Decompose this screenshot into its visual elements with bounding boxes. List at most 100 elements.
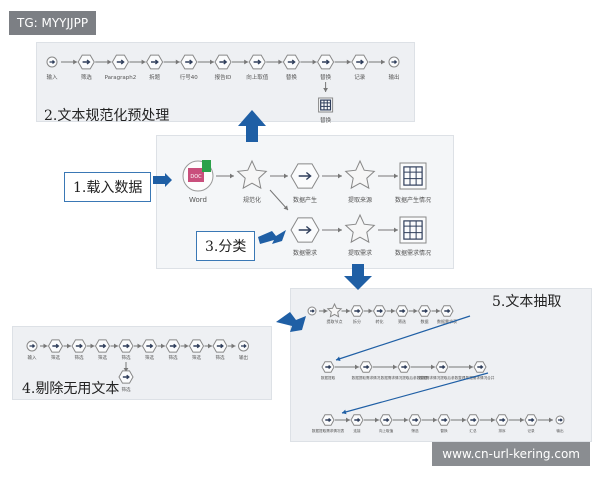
right-r3-label-5: 汇总 (469, 428, 477, 433)
up-arrow (238, 110, 266, 142)
right-r3-link-7 (538, 417, 553, 423)
need-node (290, 217, 320, 243)
right-wrap-link-1 (335, 315, 471, 362)
extract-src-node (344, 159, 376, 190)
right-r3-label-7: 记录 (527, 428, 535, 433)
left-link-8 (228, 343, 236, 349)
step3-pointer-arrow (258, 230, 286, 244)
extract-src-label: 提取来源 (348, 196, 372, 204)
left-node-1 (47, 339, 64, 353)
top-link-3 (163, 59, 180, 65)
need-label: 数据需求 (293, 249, 317, 257)
gen-node (290, 163, 320, 189)
left-node-4 (118, 339, 134, 353)
step3-callout: 3.分类 (196, 231, 256, 261)
top-node-5 (214, 54, 232, 70)
right-r1-link-3 (386, 308, 395, 314)
left-link-5 (157, 343, 165, 349)
left-node-label-5: 筛选 (145, 354, 154, 361)
left-node-label-4: 筛选 (122, 354, 131, 361)
left-extra-label: 筛选 (122, 386, 131, 393)
left-node-label-1: 筛选 (51, 354, 60, 361)
top-extra-node (318, 97, 334, 113)
left-link-3 (110, 343, 118, 349)
top-node-7 (282, 54, 300, 70)
left-node-label-7: 筛选 (192, 354, 201, 361)
right-r3-node-3 (408, 414, 422, 426)
right-r1-link-5 (431, 308, 440, 314)
right-r1-node-3 (372, 305, 387, 317)
right-r3-node-5 (466, 414, 480, 426)
left-extra-node (118, 370, 134, 384)
left-node-9 (238, 340, 249, 352)
normalize-label: 规范化 (243, 196, 261, 204)
right-r1-label-3: 转化 (376, 318, 384, 324)
step1-callout: 1.载入数据 (64, 172, 152, 202)
top-link-5 (232, 59, 249, 65)
watermark: www.cn-url-kering.com (432, 442, 590, 466)
top-node-label-8: 替换 (320, 73, 332, 81)
gen-table-node (399, 162, 427, 190)
right-r2-label-2: 数据需求情况提取后参数整理 (381, 375, 428, 380)
right-r2-link-1 (373, 364, 397, 370)
right-r1-node-5 (417, 305, 432, 317)
right-r1-label-1: 提取节点 (327, 318, 343, 324)
main-link-3 (378, 173, 398, 179)
word-label: Word (189, 196, 207, 204)
right-r2-node-3 (435, 361, 449, 373)
right-r2-link-3 (449, 364, 473, 370)
top-node-6 (248, 54, 266, 70)
right-r3-node-6 (495, 414, 509, 426)
main-link-6 (378, 227, 398, 233)
top-node-label-10: 输出 (388, 73, 399, 81)
right-r3-link-5 (480, 417, 495, 423)
right-r2-label-4: 数据需求情况合并 (466, 375, 495, 380)
right-r2-link-0 (335, 364, 359, 370)
left-link-2 (87, 343, 95, 349)
left-panel (12, 326, 272, 400)
right-r3-label-1: 连接 (353, 428, 361, 433)
right-wrap-link-2 (341, 372, 489, 415)
left-arrow (276, 312, 306, 332)
top-node-9 (351, 54, 369, 70)
right-r3-link-1 (364, 417, 379, 423)
right-r3-label-4: 替换 (440, 428, 448, 433)
main-link-0 (216, 173, 234, 179)
left-node-label-2: 筛选 (75, 354, 84, 361)
top-node-2 (111, 54, 129, 70)
right-r2-node-4 (473, 361, 487, 373)
top-link-6 (266, 59, 283, 65)
top-link-1 (95, 59, 112, 65)
left-link-extra (123, 362, 129, 372)
right-r1-link-1 (341, 308, 350, 314)
left-link-0 (40, 343, 48, 349)
step5-label: 5.文本抽取 (492, 294, 562, 310)
step1-pointer-arrow (153, 173, 172, 187)
svg-text:DOC: DOC (190, 174, 202, 180)
right-r2-label-0: 数据提取 (321, 375, 336, 380)
right-r1-label-4: 筛选 (398, 318, 406, 324)
main-link-5 (322, 227, 342, 233)
right-r2-node-0 (321, 361, 335, 373)
main-link-4 (269, 189, 289, 211)
top-node-label-3: 拆题 (149, 73, 161, 81)
need-table-label: 数据需求情况 (395, 249, 431, 257)
top-node-label-2: Paragraph2 (105, 75, 137, 81)
left-node-label-6: 筛选 (169, 354, 178, 361)
right-r1-node-1 (326, 302, 343, 318)
right-r3-label-0: 数据提取需求情况表 (312, 428, 345, 433)
right-r1-label-5: 数据 (421, 318, 429, 324)
top-node-label-9: 记录 (354, 73, 366, 81)
right-r1-node-2 (350, 305, 364, 317)
step2-label: 2.文本规范化预处理 (44, 108, 170, 124)
right-r3-node-8 (555, 415, 565, 425)
top-link-7 (300, 59, 317, 65)
right-r1-label-6: 数据需求表 (437, 318, 457, 324)
right-r2-link-2 (411, 364, 435, 370)
right-r3-label-8: 输出 (556, 428, 564, 433)
right-r3-node-2 (379, 414, 393, 426)
top-node-label-4: 行号40 (180, 73, 198, 81)
step4-label: 4.剔除无用文本 (22, 381, 120, 397)
